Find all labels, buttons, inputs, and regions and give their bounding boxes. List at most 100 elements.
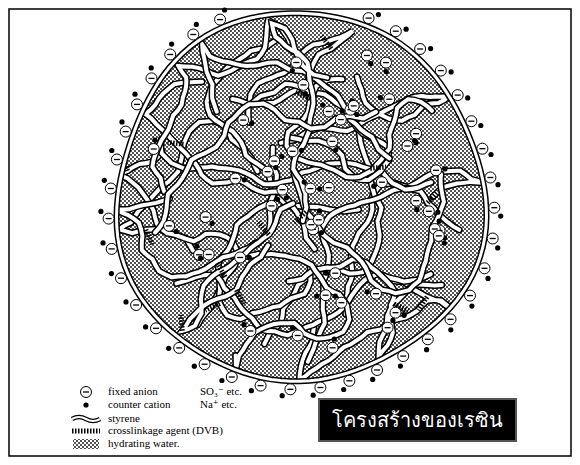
dvb-crosslink — [236, 290, 244, 304]
fixed-anion — [120, 126, 131, 137]
anion-minus — [295, 335, 301, 336]
anion-minus — [426, 211, 432, 212]
dvb-crosslink — [217, 263, 225, 277]
fixed-anion — [402, 141, 413, 152]
dvb-crosslink — [294, 212, 306, 223]
fixed-anion — [489, 202, 500, 213]
counter-cation — [241, 322, 246, 327]
fixed-anion — [327, 136, 338, 147]
dvb-crosslink — [259, 222, 269, 234]
anion-minus — [330, 347, 336, 348]
fixed-anion — [371, 288, 382, 299]
anion-minus — [323, 295, 329, 296]
ion-example: Na⁺ etc. — [200, 398, 237, 411]
fixed-anion — [361, 50, 372, 61]
counter-cation — [332, 336, 337, 341]
dvb-crosslink — [181, 315, 182, 331]
styrene-chain-outline — [202, 44, 389, 158]
anion-minus — [114, 159, 120, 160]
counter-cation — [279, 154, 284, 159]
counter-cation — [478, 123, 483, 128]
fixed-anion — [305, 183, 316, 194]
fixed-anion — [132, 99, 143, 110]
counter-cation — [109, 271, 114, 276]
styrene-chain-outline — [182, 203, 293, 330]
counter-cation — [376, 12, 381, 17]
counter-cation — [317, 208, 322, 213]
counter-cation — [174, 229, 179, 234]
fixed-anion — [466, 116, 477, 127]
fixed-anion — [226, 372, 237, 383]
anion-minus — [413, 200, 419, 201]
fixed-anion — [445, 314, 456, 325]
fixed-anion — [411, 195, 422, 206]
counter-cation — [398, 364, 403, 369]
anion-minus — [167, 54, 173, 55]
dvb-crosslink — [322, 36, 332, 49]
fixed-anion — [381, 57, 392, 68]
anion-minus — [329, 141, 335, 142]
styrene-chain — [155, 103, 376, 232]
anion-minus — [106, 218, 112, 219]
anion-minus — [166, 225, 172, 226]
anion-minus — [108, 188, 114, 189]
fixed-anion — [384, 94, 395, 105]
counter-cation — [273, 165, 278, 170]
counter-cation — [311, 393, 316, 398]
fixed-anion — [285, 384, 296, 395]
legend-text: fixed anion — [108, 385, 158, 398]
fixed-anion — [422, 334, 433, 345]
counter-cation — [317, 186, 322, 191]
counter-cation — [210, 221, 215, 226]
anion-minus — [379, 182, 385, 183]
anion-minus — [373, 293, 379, 294]
fixed-anion — [348, 100, 359, 111]
fixed-anion — [148, 144, 159, 155]
counter-cation — [333, 147, 338, 152]
anion-minus — [229, 376, 235, 377]
counter-cation — [414, 207, 419, 212]
anion-minus — [436, 235, 442, 236]
fixed-anion — [335, 114, 346, 125]
fixed-anion — [146, 73, 157, 84]
anion-minus — [149, 78, 155, 79]
counter-cation — [314, 294, 319, 299]
counter-cation — [247, 255, 252, 260]
counter-cation — [402, 313, 407, 318]
counter-cation — [198, 256, 203, 261]
anion-minus — [404, 145, 410, 146]
anion-minus — [479, 148, 485, 149]
counter-cation — [488, 152, 493, 157]
anion-minus — [326, 187, 332, 188]
fixed-anion — [382, 322, 393, 333]
fixed-anion — [313, 214, 324, 225]
anion-minus — [109, 248, 115, 249]
styrene-chain-outline — [294, 172, 444, 293]
anion-minus — [338, 302, 344, 303]
fixed-anion — [235, 252, 246, 263]
counter-cation — [219, 378, 224, 383]
anion-minus — [317, 387, 323, 388]
counter-cation — [424, 347, 429, 352]
counter-cation — [149, 65, 154, 70]
counter-cation — [320, 102, 325, 107]
counter-cation — [242, 177, 247, 182]
styrene-chain — [236, 254, 350, 370]
anion-minus — [153, 328, 159, 329]
fixed-anion — [435, 65, 446, 76]
counter-cation — [378, 95, 383, 100]
anion-minus — [279, 189, 285, 190]
anion-minus — [123, 131, 129, 132]
fixed-anion — [245, 326, 256, 337]
fixed-anion — [477, 143, 488, 154]
fixed-anion — [479, 263, 490, 274]
anion-minus — [190, 34, 196, 35]
counter-cation — [469, 304, 474, 309]
dvb-crosslink — [418, 297, 427, 310]
anion-minus — [374, 369, 380, 370]
anion-minus — [308, 224, 314, 225]
counter-cation — [428, 46, 433, 51]
counter-cation — [119, 119, 124, 124]
counter-cation — [290, 68, 295, 73]
legend-text: styrene — [108, 412, 140, 425]
